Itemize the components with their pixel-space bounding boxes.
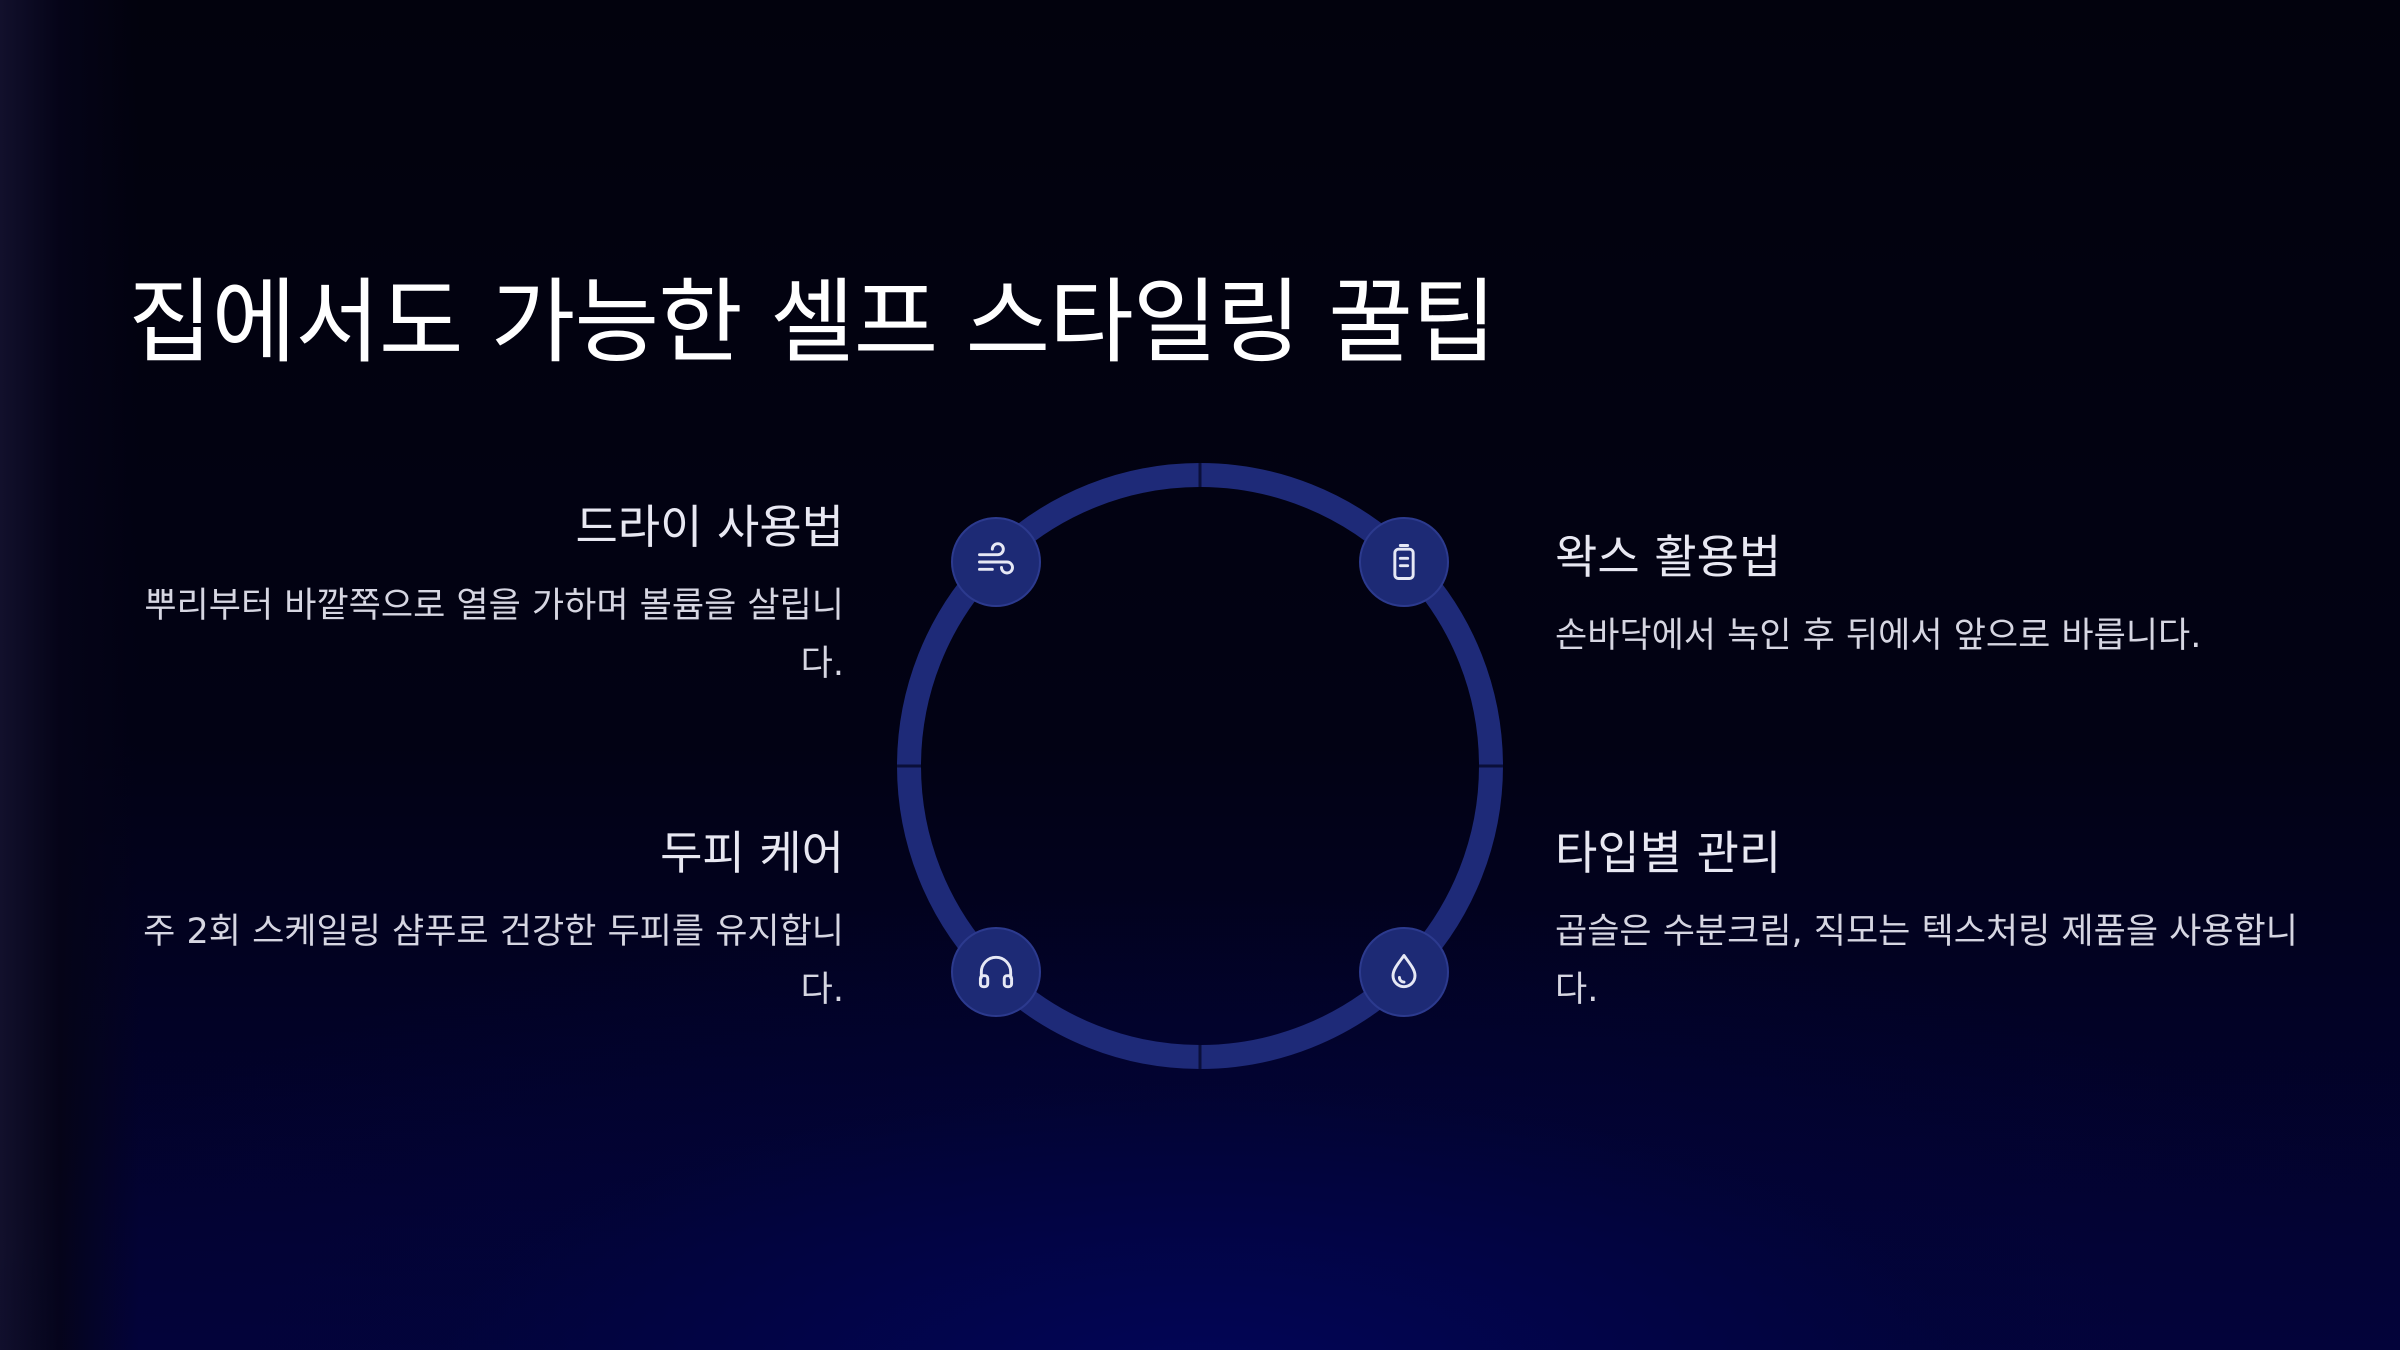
node-type [1359,927,1449,1017]
headphones-icon [978,955,1014,989]
item-dry: 드라이 사용법 뿌리부터 바깥쪽으로 열을 가하며 볼륨을 살립니다. [124,500,844,693]
node-wax [1359,517,1449,607]
wind-icon [978,542,1014,575]
droplet-icon [1391,954,1417,989]
item-title: 드라이 사용법 [575,500,844,554]
item-description: 곱슬은 수분크림, 직모는 텍스처링 제품을 사용합니다. [1555,912,2298,1011]
item-description: 주 2회 스케일링 샴푸로 건강한 두피를 유지합니다. [143,912,844,1011]
item-description: 뿌리부터 바깥쪽으로 열을 가하며 볼륨을 살립니다. [144,586,844,685]
item-scalp: 두피 케어 주 2회 스케일링 샴푸로 건강한 두피를 유지합니다. [124,826,844,1019]
slide-title: 집에서도 가능한 셀프 스타일링 꿀팁 [128,269,1497,376]
item-title: 왁스 활용법 [1555,530,1782,584]
item-title: 두피 케어 [660,826,844,880]
ring-dividers [897,463,1503,1069]
battery-icon [1393,544,1415,580]
node-dry [951,517,1041,607]
item-description: 손바닥에서 녹인 후 뒤에서 앞으로 바릅니다. [1555,616,2202,657]
node-scalp [951,927,1041,1017]
item-wax: 왁스 활용법 손바닥에서 녹인 후 뒤에서 앞으로 바릅니다. [1555,530,2315,665]
item-type: 타입별 관리 곱슬은 수분크림, 직모는 텍스처링 제품을 사용합니다. [1555,826,2315,1019]
item-title: 타입별 관리 [1555,826,1782,880]
